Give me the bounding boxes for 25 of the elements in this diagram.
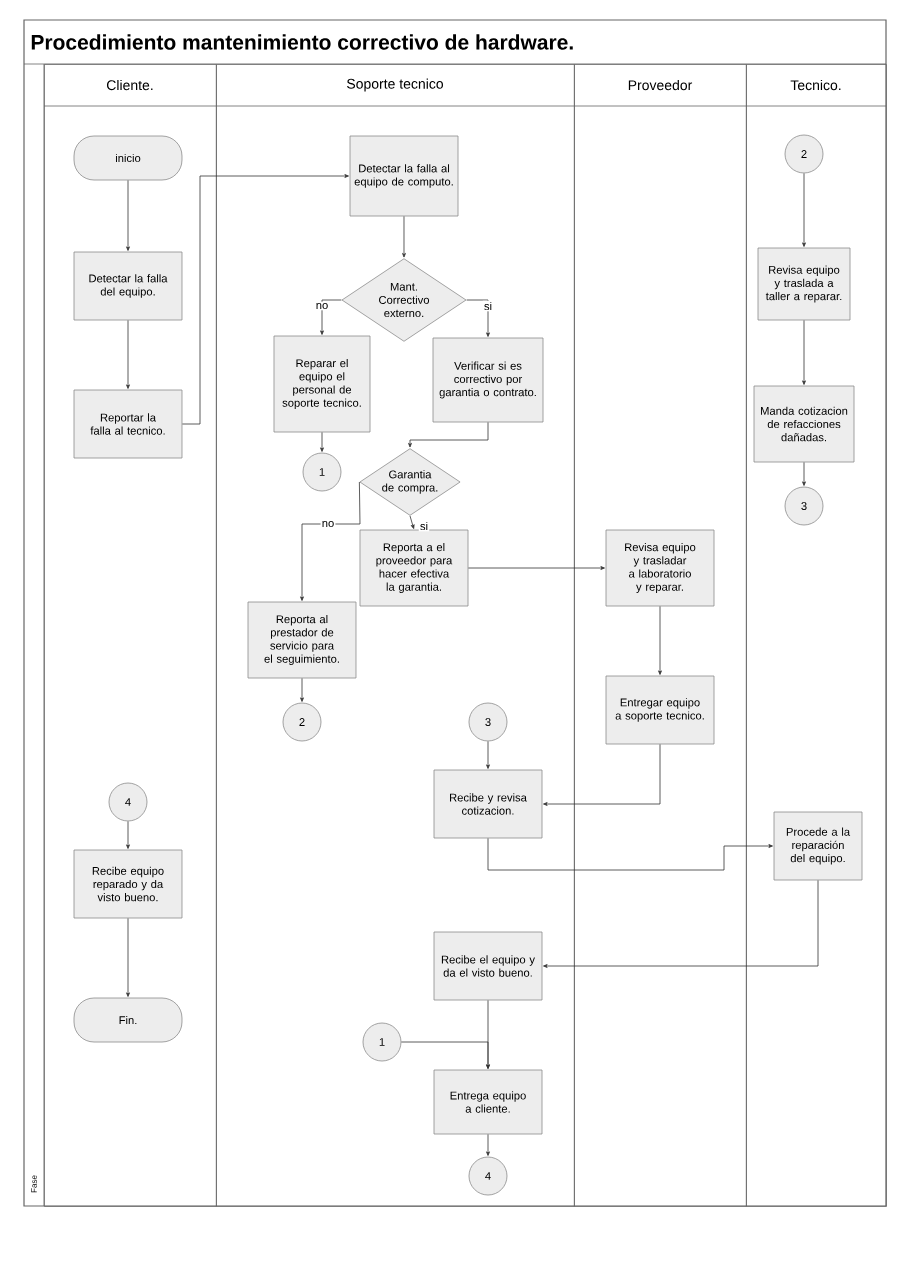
arrow: [802, 320, 806, 385]
arrow: [802, 173, 806, 247]
arrow: [802, 462, 806, 486]
arrow: [408, 422, 489, 448]
arrow: [126, 821, 130, 849]
arrow: [486, 1134, 490, 1156]
arrow: [320, 432, 324, 452]
arrow: [300, 678, 304, 702]
arrow: [543, 744, 661, 806]
arrow: [182, 174, 349, 425]
arrow: [320, 299, 342, 335]
arrow: [126, 180, 130, 251]
arrow: [466, 299, 490, 337]
arrow: [658, 606, 662, 675]
arrow: [126, 320, 130, 389]
arrow: [402, 216, 406, 258]
arrow: [543, 880, 819, 968]
arrow: [300, 481, 361, 601]
arrow: [409, 515, 415, 529]
arrow: [486, 741, 490, 769]
arrow: [126, 918, 130, 997]
arrow: [487, 838, 773, 871]
title: Procedimiento mantenimiento correctivo de hardware.: [31, 34, 573, 50]
arrow: [468, 566, 605, 570]
arrow: [401, 1041, 490, 1069]
